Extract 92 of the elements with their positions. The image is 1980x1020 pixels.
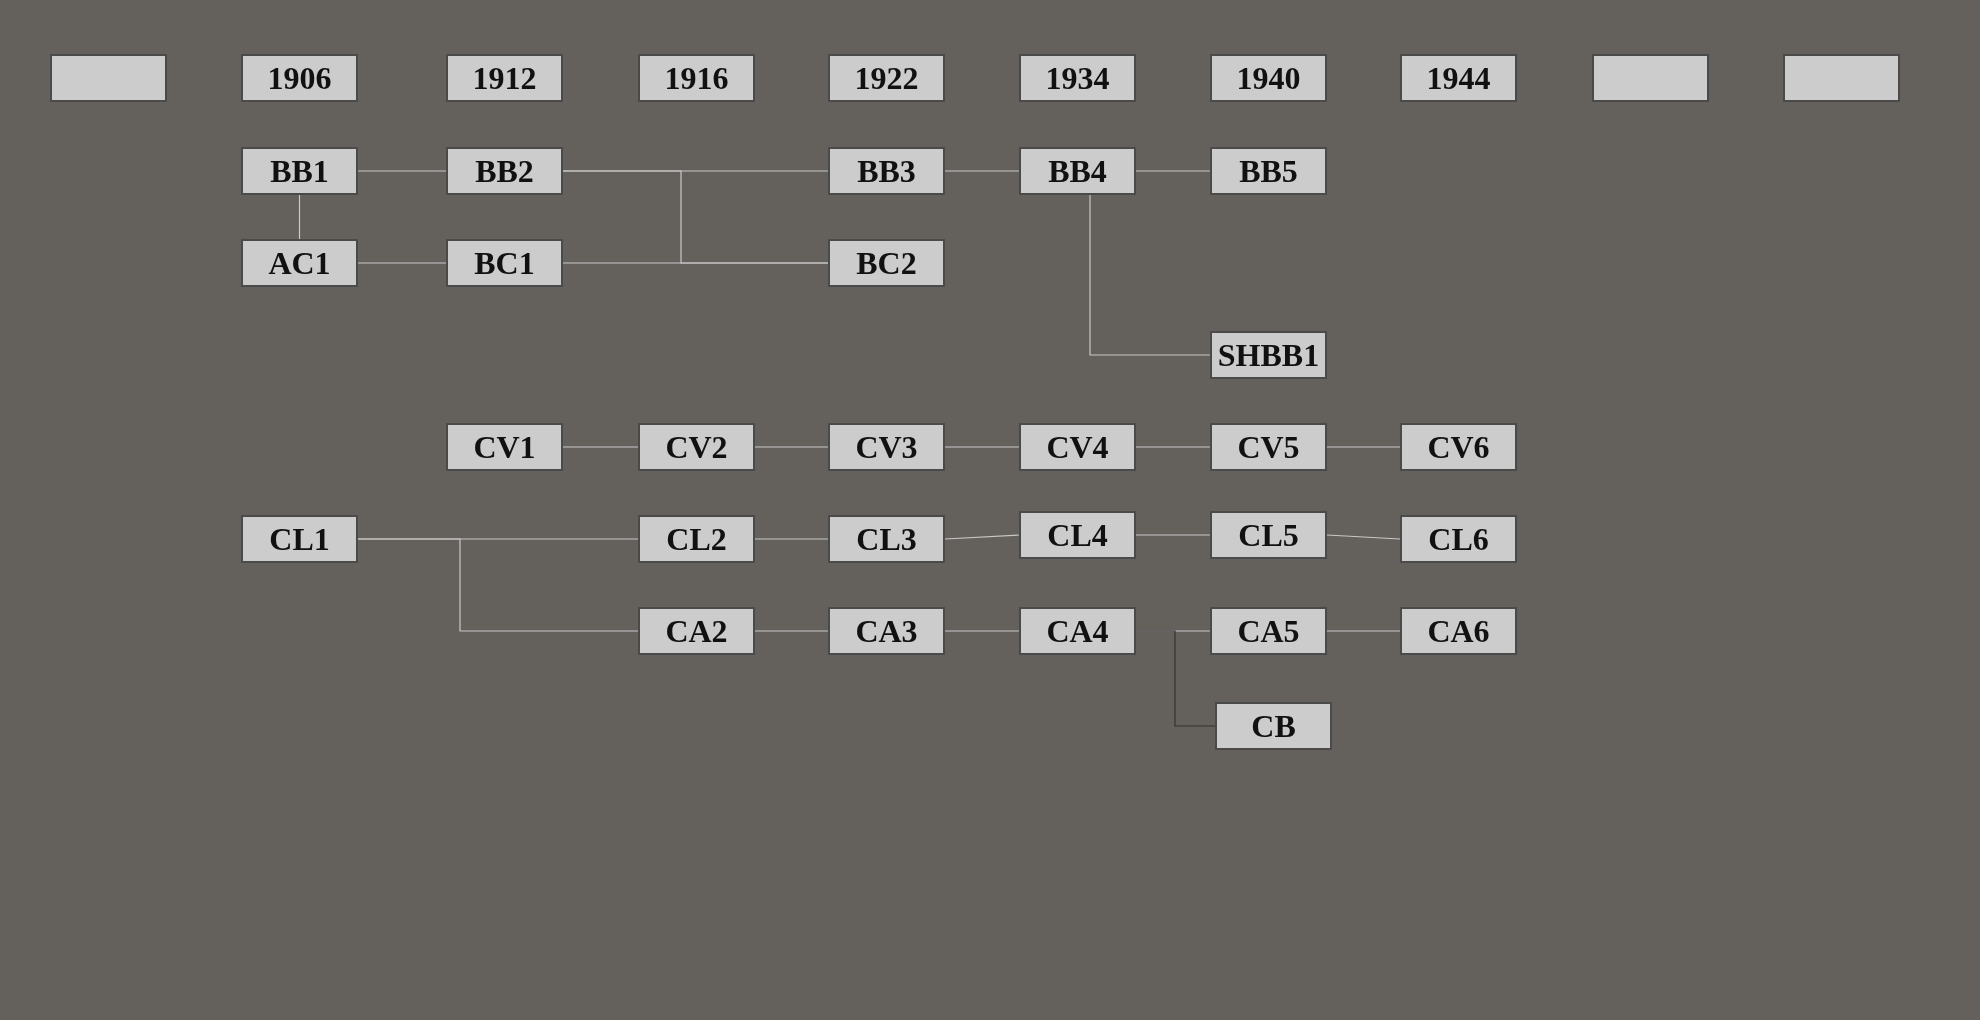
box-label: CV1: [473, 431, 536, 463]
label-box: [241, 239, 358, 287]
label-box: [241, 147, 358, 195]
box-label: CL3: [856, 523, 917, 555]
label-box: [446, 239, 563, 287]
label-box: [1210, 423, 1327, 471]
label-box: [1210, 511, 1327, 559]
label-box: [1019, 147, 1136, 195]
box-label: SHBB1: [1217, 339, 1320, 371]
box-label: CB: [1251, 710, 1296, 742]
box-label: BB1: [270, 155, 329, 187]
empty-box: [50, 54, 167, 102]
box-label: BB5: [1239, 155, 1298, 187]
label-box: [1019, 54, 1136, 102]
connector-line: [562, 446, 639, 448]
box-label: 1922: [854, 62, 919, 94]
label-box: [828, 147, 945, 195]
box-label: BB2: [475, 155, 534, 187]
box-label: 1912: [472, 62, 537, 94]
label-box: [446, 147, 563, 195]
connector-line: [944, 630, 1020, 632]
connector-line: [357, 538, 639, 632]
label-box: [1019, 607, 1136, 655]
label-box: [828, 239, 945, 287]
box-label: 1906: [267, 62, 332, 94]
label-box: [446, 423, 563, 471]
box-label: CA2: [665, 615, 728, 647]
label-box: [1210, 54, 1327, 102]
label-box: [241, 54, 358, 102]
label-box: [638, 54, 755, 102]
connector-line: [1135, 534, 1211, 536]
box-label: BC2: [856, 247, 917, 279]
label-box: [1400, 607, 1517, 655]
box-label: CA6: [1427, 615, 1490, 647]
empty-box: [1783, 54, 1900, 102]
connector-line: [944, 446, 1020, 448]
box-label: CL5: [1238, 519, 1299, 551]
connector-line: [357, 262, 447, 264]
connector-line: [1326, 630, 1401, 632]
label-box: [1019, 511, 1136, 559]
label-box: [828, 54, 945, 102]
label-box: [241, 515, 358, 563]
label-box: [1400, 515, 1517, 563]
box-label: CL4: [1047, 519, 1108, 551]
label-box: [1400, 54, 1517, 102]
box-label: CA5: [1237, 615, 1300, 647]
connector-line: [1135, 630, 1216, 727]
label-box: [638, 607, 755, 655]
box-label: 1916: [664, 62, 729, 94]
label-box: [1210, 147, 1327, 195]
connector-line: [562, 262, 829, 264]
box-label: 1944: [1426, 62, 1491, 94]
label-box: [1210, 607, 1327, 655]
connector-line: [944, 170, 1020, 172]
label-box: [1215, 702, 1332, 750]
label-box: [828, 607, 945, 655]
label-box: [1019, 423, 1136, 471]
box-label: CA4: [1046, 615, 1109, 647]
box-label: CV5: [1237, 431, 1300, 463]
box-label: 1934: [1045, 62, 1110, 94]
connector-line: [1326, 534, 1401, 540]
connector-line: [1135, 446, 1211, 448]
label-box: [638, 515, 755, 563]
box-label: CA3: [855, 615, 918, 647]
box-label: BC1: [474, 247, 535, 279]
connector-line: [298, 194, 301, 240]
label-box: [1400, 423, 1517, 471]
box-label: CV3: [855, 431, 918, 463]
box-label: BB3: [857, 155, 916, 187]
connector-line: [1089, 194, 1211, 356]
connector-line: [357, 170, 447, 172]
empty-box: [1592, 54, 1709, 102]
box-label: CL1: [269, 523, 330, 555]
label-box: [446, 54, 563, 102]
box-label: CV6: [1427, 431, 1490, 463]
connector-line: [944, 534, 1020, 540]
box-label: CV4: [1046, 431, 1109, 463]
box-label: 1940: [1236, 62, 1301, 94]
label-box: [1210, 331, 1327, 379]
connector-line: [1135, 170, 1211, 172]
connector-line: [1326, 446, 1401, 448]
label-box: [638, 423, 755, 471]
box-label: CL6: [1428, 523, 1489, 555]
label-box: [828, 515, 945, 563]
connector-line: [754, 538, 829, 540]
box-label: CL2: [666, 523, 727, 555]
connector-line: [754, 446, 829, 448]
box-label: AC1: [268, 247, 331, 279]
connector-line: [754, 630, 829, 632]
label-box: [828, 423, 945, 471]
box-label: CV2: [665, 431, 728, 463]
box-label: BB4: [1048, 155, 1107, 187]
